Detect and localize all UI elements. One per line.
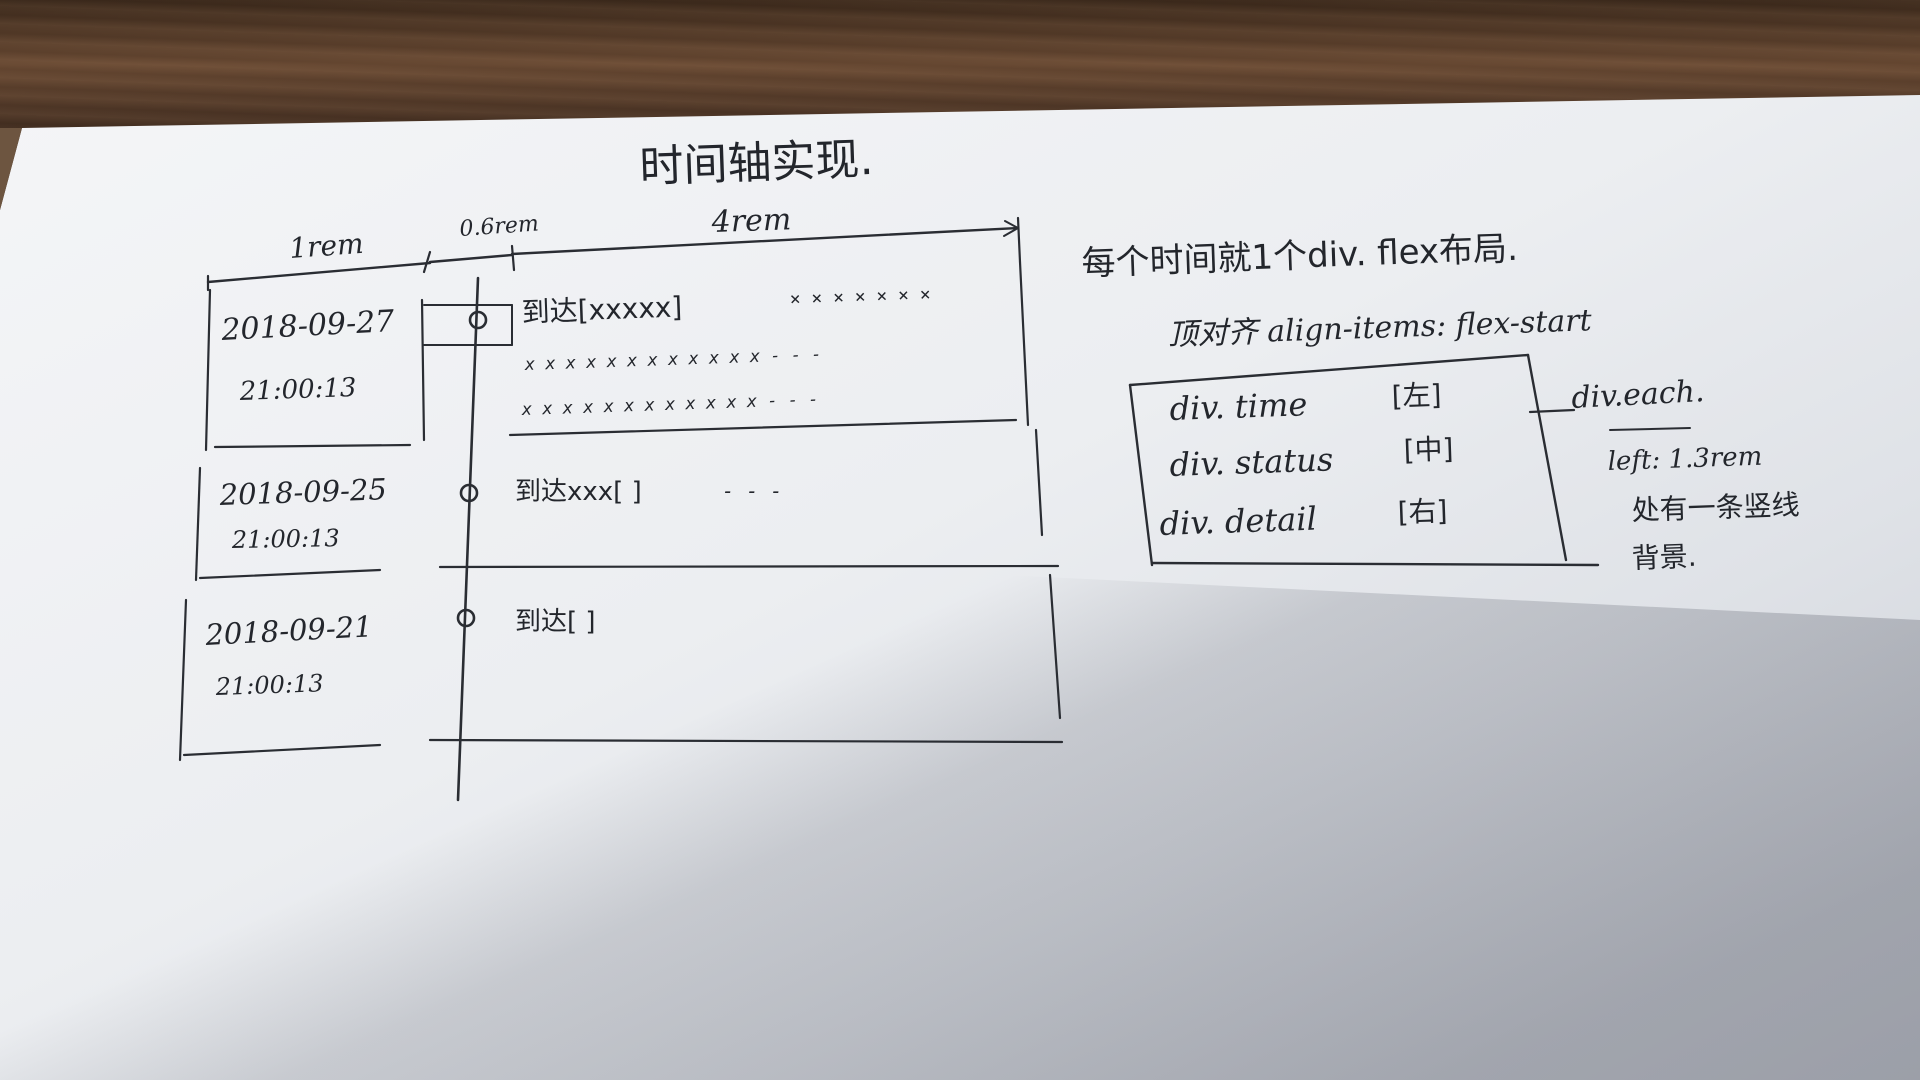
item-detail: 到达[ ] bbox=[515, 607, 596, 637]
side-note-line-1: left: 1.3rem bbox=[1607, 442, 1763, 477]
timeline-axis-line bbox=[456, 276, 480, 802]
side-note-label: div.each. bbox=[1571, 374, 1706, 416]
timeline-node-circle bbox=[456, 608, 476, 628]
dimension-detail-label: 4rem bbox=[710, 202, 792, 240]
notes-box-row2-label: div. status bbox=[1169, 440, 1334, 484]
item-time: 21:00:13 bbox=[214, 669, 324, 701]
notes-box-row1-tag: [左] bbox=[1391, 378, 1442, 413]
notes-box-row2-tag: [中] bbox=[1403, 432, 1454, 467]
dimension-time-label: 1rem bbox=[288, 227, 364, 265]
diagram-title: 时间轴实现. bbox=[639, 134, 875, 193]
item-detail: 到达[xxxxx] bbox=[521, 290, 683, 329]
side-note-underline bbox=[1609, 427, 1691, 431]
item-time: 21:00:13 bbox=[238, 373, 357, 407]
timeline-frame bbox=[178, 260, 1064, 802]
notes-box-row3-label: div. detail bbox=[1159, 500, 1317, 543]
item-detail: 到达xxx[ ] bbox=[515, 477, 642, 507]
paper-shadow bbox=[0, 560, 1920, 1080]
item-detail-line: - - - bbox=[722, 479, 782, 503]
paper-left-edge-shadow bbox=[0, 128, 22, 210]
timeline-node-circle bbox=[459, 483, 479, 503]
notes-box-row3-tag: [右] bbox=[1397, 494, 1448, 529]
timeline-node-circle bbox=[468, 310, 488, 330]
notes-box bbox=[1128, 353, 1600, 567]
item-date: 2018-09-25 bbox=[218, 472, 387, 512]
side-note-line-3: 背景. bbox=[1631, 540, 1697, 575]
side-note-line-2: 处有一条竖线 bbox=[1631, 488, 1800, 527]
dimension-lines bbox=[206, 216, 1022, 292]
notes-box-row1-label: div. time bbox=[1169, 385, 1308, 428]
dimension-status-label: 0.6rem bbox=[459, 212, 540, 242]
item-detail-line: × × × × × × × bbox=[789, 284, 931, 310]
item-time: 21:00:13 bbox=[231, 524, 340, 554]
